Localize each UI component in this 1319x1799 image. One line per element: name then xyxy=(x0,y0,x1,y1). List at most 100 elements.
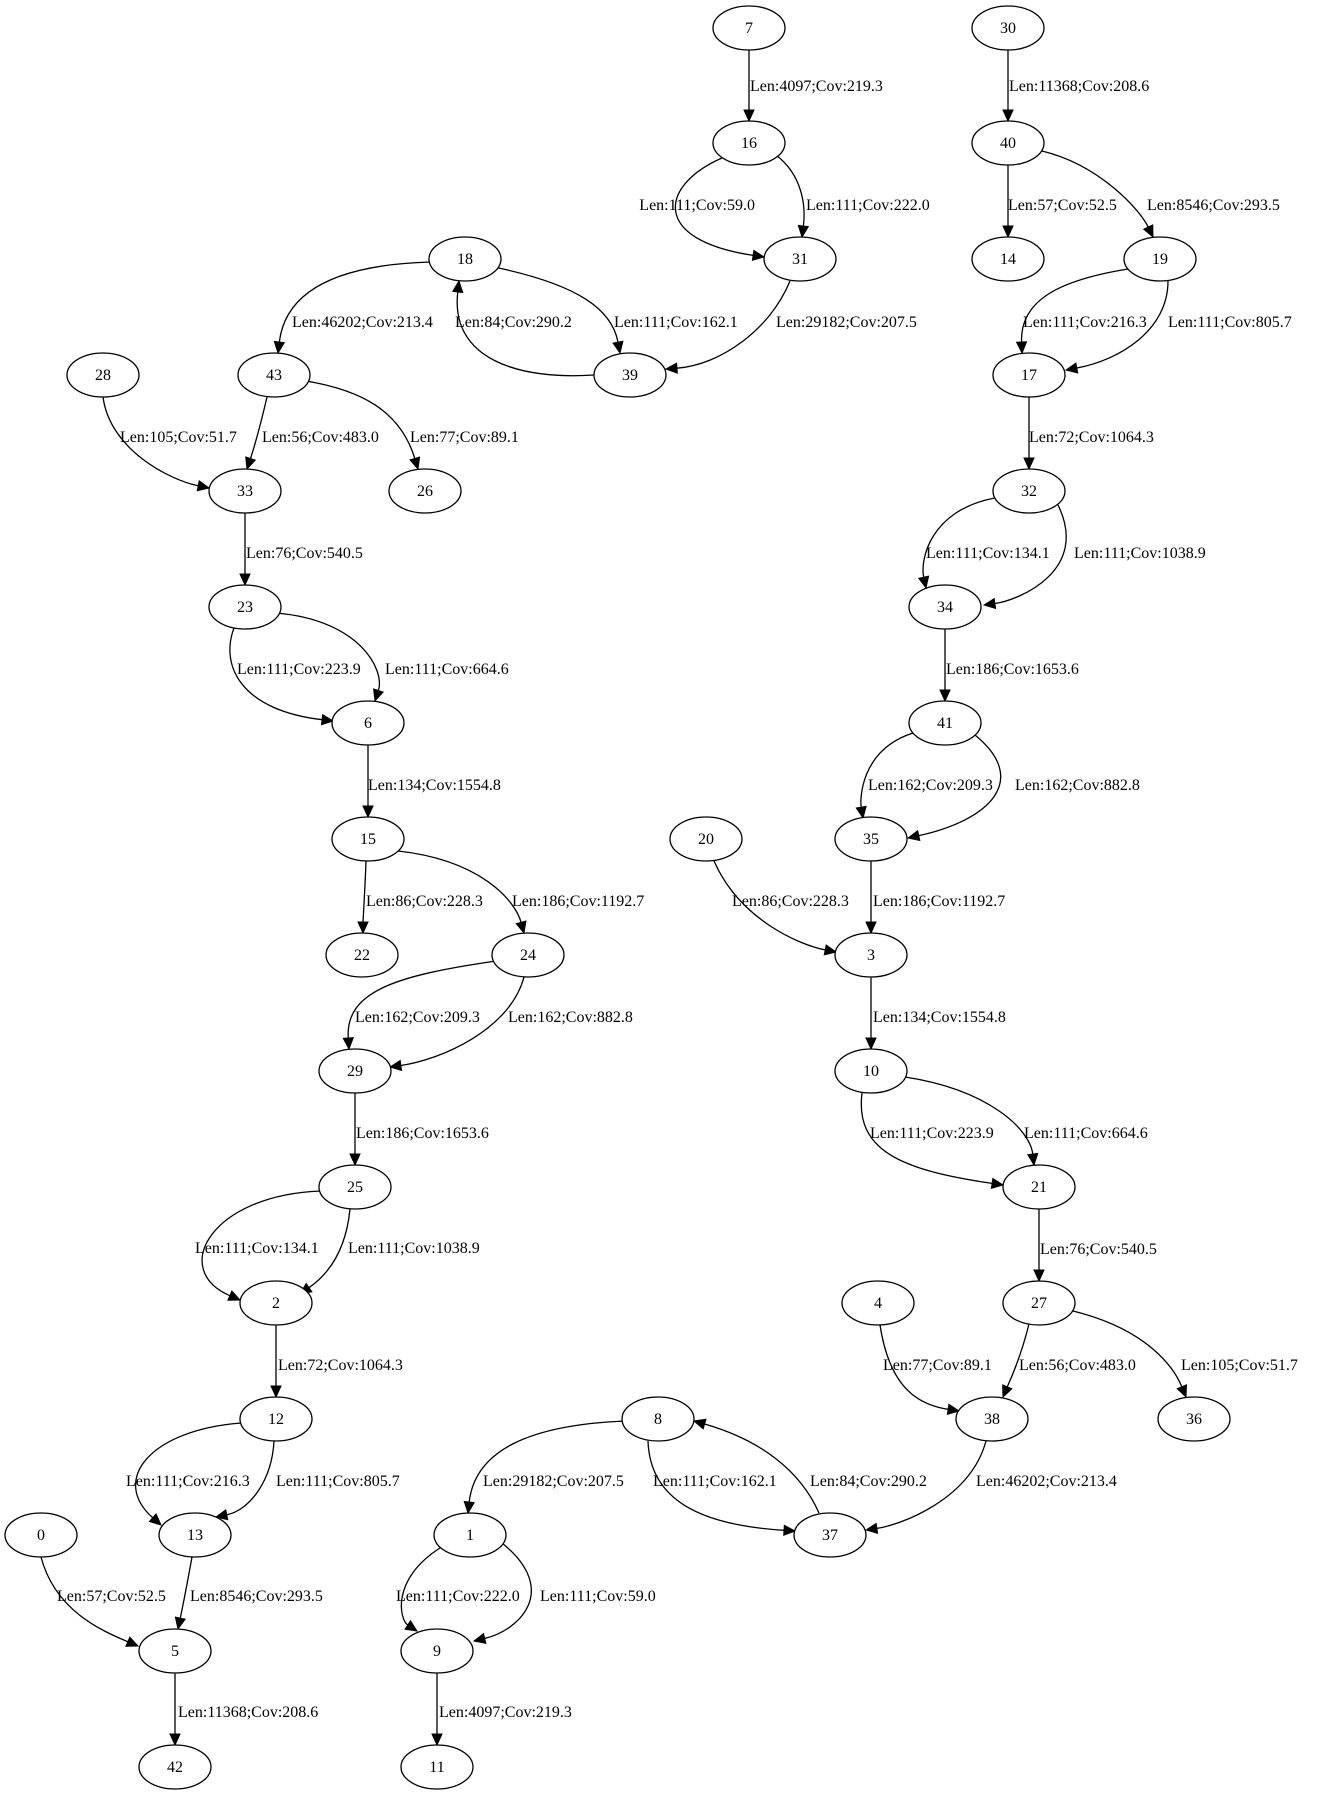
node-0: 0 xyxy=(4,1512,78,1558)
edge-line xyxy=(229,627,323,721)
edge-27-to-38: Len:56;Cov:483.0 xyxy=(1002,1323,1136,1399)
node-33: 33 xyxy=(208,468,282,514)
arrowhead xyxy=(125,1636,140,1647)
arrowhead xyxy=(692,1418,707,1430)
node-ellipse xyxy=(971,236,1045,282)
node-label: 3 xyxy=(867,947,875,964)
node-ellipse xyxy=(1002,1164,1076,1210)
node-ellipse xyxy=(1123,236,1197,282)
node-39: 39 xyxy=(593,352,667,398)
edge-43-to-33: Len:56;Cov:483.0 xyxy=(245,396,379,471)
node-ellipse xyxy=(4,1512,78,1558)
arrowhead xyxy=(990,1177,1005,1190)
node-ellipse xyxy=(388,468,462,514)
edge-line xyxy=(226,1440,275,1516)
node-ellipse xyxy=(841,1280,915,1326)
edge-23-to-6: Len:111;Cov:664.6 xyxy=(275,612,509,703)
edge-line xyxy=(1020,268,1129,343)
node-41: 41 xyxy=(908,700,982,746)
edge-line xyxy=(922,497,996,578)
node-ellipse xyxy=(491,932,565,978)
edge-label: Len:111;Cov:223.9 xyxy=(870,1125,994,1142)
node-8: 8 xyxy=(621,1396,695,1442)
node-29: 29 xyxy=(318,1048,392,1094)
node-ellipse xyxy=(621,1396,695,1442)
node-label: 13 xyxy=(187,1527,203,1544)
edge-label: Len:8546;Cov:293.5 xyxy=(1147,197,1280,214)
edge-13-to-5: Len:8546;Cov:293.5 xyxy=(174,1556,323,1631)
node-label: 21 xyxy=(1031,1179,1047,1196)
node-ellipse xyxy=(318,1164,392,1210)
edge-label: Len:111;Cov:223.9 xyxy=(237,661,361,678)
node-ellipse xyxy=(433,1512,507,1558)
node-ellipse xyxy=(971,120,1045,166)
edge-line xyxy=(1006,1323,1030,1388)
node-ellipse xyxy=(908,700,982,746)
edge-label: Len:29182;Cov:207.5 xyxy=(776,314,917,331)
edge-line xyxy=(40,1556,129,1643)
edge-line xyxy=(179,1556,193,1619)
edge-line xyxy=(249,396,268,460)
node-label: 17 xyxy=(1021,367,1037,384)
node-ellipse xyxy=(712,5,786,51)
edge-33-to-23: Len:76;Cov:540.5 xyxy=(239,513,363,587)
node-ellipse xyxy=(908,584,982,630)
edge-41-to-35: Len:162;Cov:209.3 xyxy=(855,732,993,820)
edge-15-to-22: Len:86;Cov:228.3 xyxy=(357,860,483,935)
edge-line xyxy=(468,1420,626,1503)
node-label: 39 xyxy=(622,367,638,384)
edge-line xyxy=(904,1076,1034,1155)
edge-9-to-11: Len:4097;Cov:219.3 xyxy=(431,1673,572,1747)
node-label: 12 xyxy=(268,1411,284,1428)
edge-12-to-13: Len:111;Cov:216.3 xyxy=(126,1422,250,1526)
node-label: 41 xyxy=(937,715,953,732)
arrowhead xyxy=(906,829,921,842)
arrowhead xyxy=(865,1037,877,1051)
arrowhead xyxy=(1026,1152,1039,1167)
edge-label: Len:77;Cov:89.1 xyxy=(410,429,519,446)
edge-34-to-41: Len:186;Cov:1653.6 xyxy=(939,628,1079,703)
node-38: 38 xyxy=(955,1396,1029,1442)
node-label: 0 xyxy=(37,1527,45,1544)
node-28: 28 xyxy=(66,352,140,398)
edge-3-to-10: Len:134;Cov:1554.8 xyxy=(865,976,1006,1051)
edge-10-to-21: Len:111;Cov:223.9 xyxy=(860,1092,1005,1190)
node-label: 25 xyxy=(347,1179,363,1196)
edge-19-to-17: Len:111;Cov:805.7 xyxy=(1064,280,1292,374)
node-12: 12 xyxy=(239,1396,313,1442)
node-ellipse xyxy=(428,236,502,282)
edge-label: Len:111;Cov:134.1 xyxy=(926,545,1050,562)
arrowhead xyxy=(214,1509,229,1521)
arrowhead xyxy=(239,573,251,587)
node-label: 5 xyxy=(171,1643,179,1660)
arrowhead xyxy=(1064,362,1079,374)
edge-line xyxy=(918,734,1002,837)
edge-line xyxy=(860,1092,993,1185)
node-label: 26 xyxy=(417,483,433,500)
edge-line xyxy=(362,860,367,923)
node-37: 37 xyxy=(793,1512,867,1558)
edge-line xyxy=(879,1324,949,1410)
edge-40-to-19: Len:8546;Cov:293.5 xyxy=(1041,150,1280,239)
node-label: 40 xyxy=(1000,135,1016,152)
node-ellipse xyxy=(834,932,908,978)
node-10: 10 xyxy=(834,1048,908,1094)
node-7: 7 xyxy=(712,5,786,51)
edge-line xyxy=(400,976,525,1067)
node-label: 6 xyxy=(364,715,372,732)
edge-line xyxy=(713,860,826,951)
edge-line xyxy=(347,960,497,1039)
node-11: 11 xyxy=(400,1744,474,1790)
node-36: 36 xyxy=(1157,1396,1231,1442)
node-label: 30 xyxy=(1000,20,1016,37)
edge-label: Len:162;Cov:209.3 xyxy=(868,777,993,794)
edge-line xyxy=(704,1423,820,1514)
node-ellipse xyxy=(593,352,667,398)
arrowhead xyxy=(174,1616,187,1631)
edge-8-to-37: Len:111;Cov:162.1 xyxy=(647,1440,797,1537)
node-ellipse xyxy=(325,932,399,978)
edge-line xyxy=(1072,1310,1183,1388)
edge-label: Len:4097;Cov:219.3 xyxy=(439,1704,572,1721)
arrowhead xyxy=(864,1522,879,1535)
node-ellipse xyxy=(955,1396,1029,1442)
